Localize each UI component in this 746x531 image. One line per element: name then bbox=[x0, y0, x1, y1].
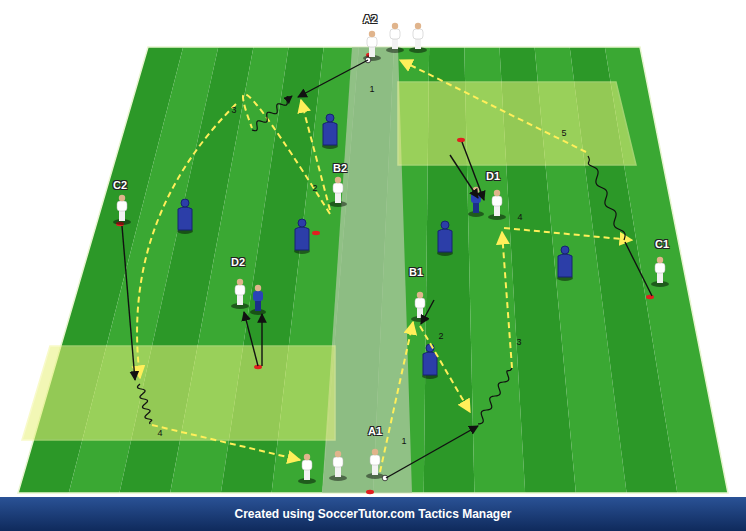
player-label: A2 bbox=[363, 13, 377, 25]
mannequin bbox=[177, 199, 193, 234]
callout-number: 3 bbox=[516, 337, 521, 347]
dribble-path bbox=[478, 368, 512, 424]
target-zone bbox=[398, 82, 636, 165]
player-label: D1 bbox=[486, 170, 500, 182]
cone bbox=[646, 295, 654, 299]
player-figure bbox=[329, 177, 347, 207]
cone bbox=[457, 138, 465, 142]
player-figure bbox=[488, 190, 506, 220]
callout-number: 1 bbox=[369, 84, 374, 94]
player-label: C1 bbox=[655, 238, 669, 250]
player-label: B2 bbox=[333, 162, 347, 174]
player-figure bbox=[651, 257, 669, 287]
player-label: D2 bbox=[231, 256, 245, 268]
callout-number: 3 bbox=[231, 105, 236, 115]
player-label: C2 bbox=[113, 179, 127, 191]
callout-number: 1 bbox=[401, 436, 406, 446]
player-figure bbox=[409, 23, 427, 53]
mannequin bbox=[294, 219, 310, 254]
player-figure bbox=[363, 31, 381, 61]
player-figure bbox=[366, 449, 384, 479]
mannequin bbox=[557, 246, 573, 281]
defender-figure bbox=[250, 285, 266, 315]
dribble-path bbox=[252, 96, 292, 131]
player-figure bbox=[386, 23, 404, 53]
callout-number: 2 bbox=[312, 183, 317, 193]
dribble-path bbox=[137, 384, 151, 424]
caption: Created using SoccerTutor.com Tactics Ma… bbox=[0, 497, 746, 531]
player-figure bbox=[231, 279, 249, 309]
cone bbox=[312, 231, 320, 235]
player-figure bbox=[411, 292, 429, 322]
player-label: B1 bbox=[409, 266, 423, 278]
player-figure bbox=[298, 454, 316, 484]
mannequin bbox=[322, 114, 338, 149]
cone bbox=[366, 490, 374, 494]
player-label: A1 bbox=[368, 425, 382, 437]
player-figure bbox=[113, 195, 131, 225]
player-figure bbox=[329, 451, 347, 481]
defender-figure bbox=[468, 187, 484, 217]
callout-number: 5 bbox=[561, 128, 566, 138]
callout-number: 4 bbox=[517, 212, 522, 222]
callout-number: 4 bbox=[157, 428, 162, 438]
mannequin bbox=[422, 344, 438, 379]
target-zone bbox=[22, 346, 335, 440]
callout-number: 2 bbox=[438, 331, 443, 341]
mannequin bbox=[437, 221, 453, 256]
dribble-path bbox=[588, 156, 625, 240]
